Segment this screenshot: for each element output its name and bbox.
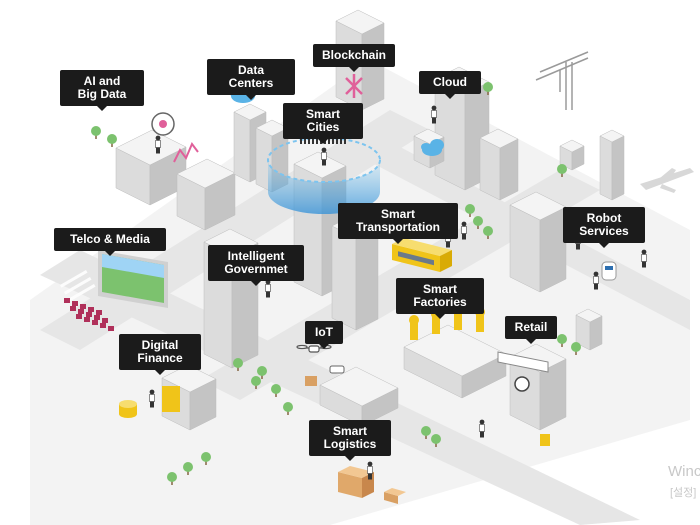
label-digital-finance: Digital Finance	[119, 334, 201, 375]
airplane-icon	[640, 168, 694, 193]
seat	[72, 301, 78, 306]
tree	[557, 334, 567, 347]
seat	[108, 326, 114, 331]
seat	[86, 312, 92, 317]
tree	[167, 472, 177, 485]
tree	[483, 226, 493, 239]
seat	[84, 317, 90, 322]
label-telco-media: Telco & Media	[54, 228, 166, 256]
tree	[421, 426, 431, 439]
tree	[183, 462, 193, 475]
label-smart-cities: Smart Cities	[283, 103, 363, 144]
robot-icon	[601, 261, 617, 281]
label-cloud: Cloud	[419, 71, 481, 99]
person	[479, 419, 485, 438]
person	[431, 105, 437, 124]
blockchain-hex-icon	[345, 74, 363, 98]
label-blockchain: Blockchain	[313, 44, 395, 72]
seat	[70, 306, 76, 311]
person	[461, 221, 467, 240]
tree	[271, 384, 281, 397]
label-smart-transportation: Smart Transportation	[338, 203, 458, 244]
building-retail-annex	[575, 308, 603, 351]
logistics-parcels	[338, 466, 406, 504]
ai-brain-icon	[151, 112, 175, 136]
construction-crane	[535, 51, 589, 110]
label-data-centers: Data Centers	[207, 59, 295, 100]
seat	[94, 315, 100, 320]
building-control-tower	[599, 129, 625, 201]
tree	[465, 204, 475, 217]
person	[321, 147, 327, 166]
tree	[557, 164, 567, 177]
person	[367, 461, 373, 480]
tree	[201, 452, 211, 465]
label-smart-logistics: Smart Logistics	[309, 420, 391, 461]
building-smart-factory	[403, 324, 507, 399]
cloud-small-icon	[421, 139, 444, 156]
person	[155, 135, 161, 154]
seat	[80, 304, 86, 309]
person	[149, 389, 155, 408]
crosswalk	[60, 270, 96, 302]
seat	[76, 314, 82, 319]
tree	[571, 342, 581, 355]
seat	[96, 310, 102, 315]
label-robot-services: Robot Services	[563, 207, 645, 248]
label-iot: IoT	[305, 321, 343, 349]
label-ai-big-data: AI and Big Data	[60, 70, 144, 111]
building-cloud-side	[479, 128, 519, 201]
seat	[92, 320, 98, 325]
label-smart-factories: Smart Factories	[396, 278, 484, 319]
seat	[102, 318, 108, 323]
gold-coin-icon	[119, 400, 137, 418]
vault-door	[162, 386, 180, 412]
telco-billboard	[98, 250, 168, 308]
seat	[100, 323, 106, 328]
building-logistics-dome	[319, 366, 399, 427]
tree	[257, 366, 267, 379]
tree	[483, 82, 493, 95]
iot-sensor-icon	[305, 365, 345, 386]
tree	[473, 216, 483, 229]
seat	[64, 298, 70, 303]
ai-chart-icon	[173, 142, 199, 163]
seat	[78, 309, 84, 314]
label-retail: Retail	[505, 316, 557, 344]
tree	[233, 358, 243, 371]
watermark-line2: [설정]	[670, 487, 697, 499]
retail-awning	[497, 351, 550, 446]
building-small-crane-base	[559, 139, 585, 171]
telco-audience-seats	[64, 298, 114, 331]
tree	[91, 126, 101, 139]
person	[265, 279, 271, 298]
building-transport-right	[509, 191, 567, 293]
seat	[88, 307, 94, 312]
person	[593, 271, 599, 290]
tree	[431, 434, 441, 447]
smart-transport-bus	[392, 238, 452, 272]
person	[641, 249, 647, 268]
trees-layer	[91, 82, 581, 485]
building-ai-right	[176, 158, 236, 231]
tree	[107, 134, 117, 147]
label-intelligent-government: Intelligent Governmet	[208, 245, 304, 286]
building-retail	[509, 343, 567, 431]
building-ai-base	[115, 129, 187, 206]
tree	[283, 402, 293, 415]
watermark-line1: Winc	[668, 463, 700, 480]
tree	[251, 376, 261, 389]
